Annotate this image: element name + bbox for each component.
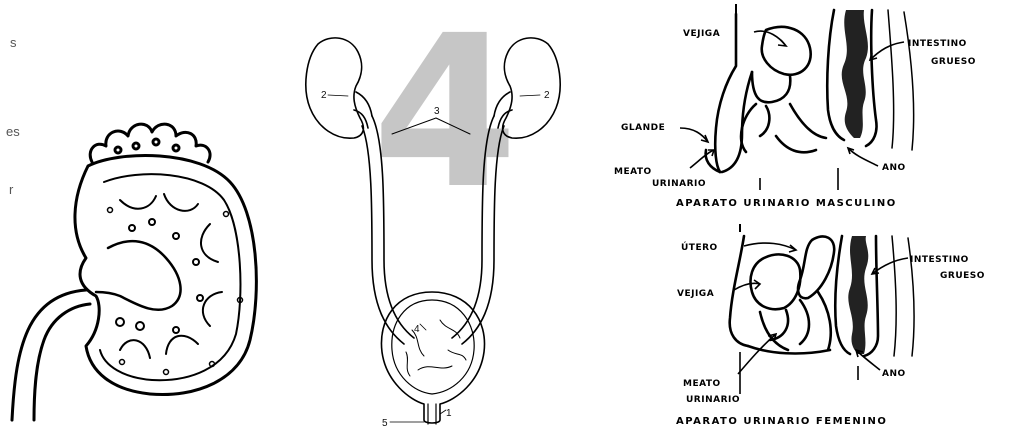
- female-intestine-fill: [848, 236, 868, 354]
- female-label-meato: MEATO: [683, 379, 721, 389]
- kidney-section-panel: s es r: [6, 35, 256, 420]
- male-label-urinario: URINARIO: [652, 179, 706, 189]
- label-kidney-left: 2: [321, 90, 327, 101]
- edge-letter-3: r: [9, 182, 14, 197]
- female-label-utero: ÚTERO: [681, 241, 718, 253]
- female-label-intestino: INTESTINO: [910, 255, 969, 265]
- label-bladder: 4: [414, 324, 420, 335]
- kidney-section-drawing: [12, 124, 256, 420]
- watermark-digit: 4: [372, 0, 518, 235]
- female-caption: APARATO URINARIO FEMENINO: [676, 416, 887, 427]
- male-urinary-panel: VEJIGA INTESTINO GRUESO GLANDE MEATO URI…: [614, 4, 976, 209]
- male-label-vejiga: VEJIGA: [683, 29, 720, 39]
- female-section-drawing: [730, 236, 914, 356]
- label-kidney-right: 2: [544, 90, 550, 101]
- female-label-urinario: URINARIO: [686, 395, 740, 405]
- label-urethra: 5: [382, 418, 388, 429]
- label-meatus: 1: [446, 408, 452, 419]
- urinary-system-panel: 4: [306, 0, 560, 429]
- female-uterus: [798, 236, 834, 298]
- female-label-ano: ANO: [882, 369, 906, 379]
- male-section-drawing: [706, 10, 914, 172]
- edge-letter-1: s: [10, 35, 17, 50]
- male-label-meato: MEATO: [614, 167, 652, 177]
- male-intestine-fill: [842, 10, 868, 138]
- male-bladder: [762, 27, 811, 75]
- male-label-grueso: GRUESO: [931, 57, 976, 67]
- female-label-vejiga: VEJIGA: [677, 289, 714, 299]
- female-urinary-panel: ÚTERO INTESTINO GRUESO VEJIGA MEATO URIN…: [676, 224, 985, 427]
- bladder: [381, 292, 484, 423]
- male-label-ano: ANO: [882, 163, 906, 173]
- edge-letter-2: es: [6, 124, 20, 139]
- male-caption: APARATO URINARIO MASCULINO: [676, 198, 897, 209]
- female-label-grueso: GRUESO: [940, 271, 985, 281]
- left-kidney: [306, 38, 364, 138]
- male-label-intestino: INTESTINO: [908, 39, 967, 49]
- label-ureters: 3: [434, 106, 440, 117]
- male-label-glande: GLANDE: [621, 123, 665, 133]
